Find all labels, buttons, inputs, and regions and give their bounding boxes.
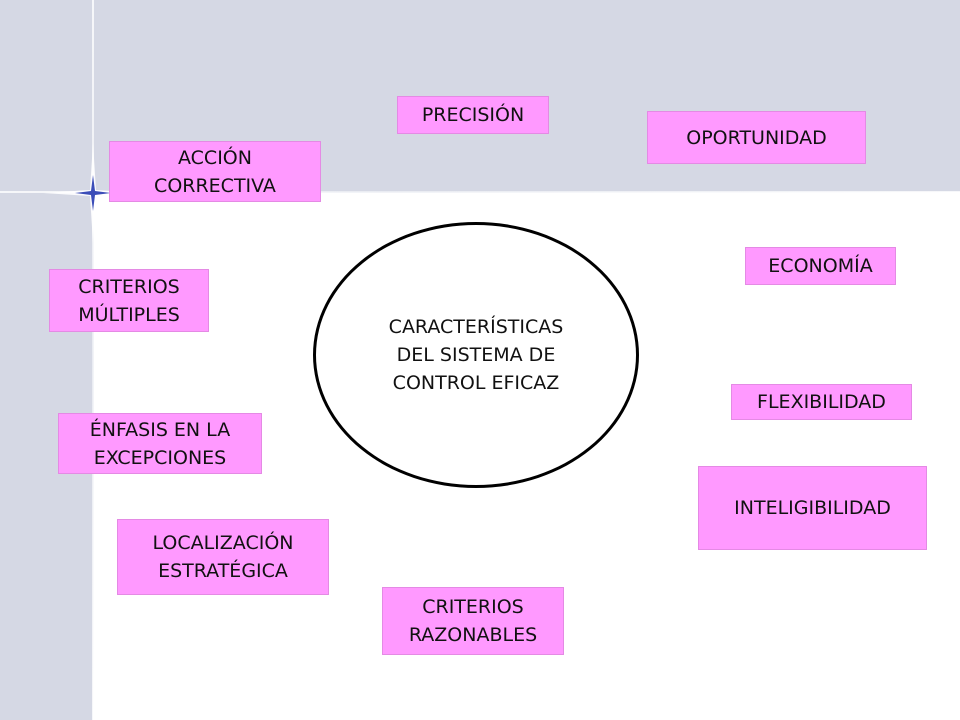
box-inteligibilidad-label: INTELIGIBILIDAD	[734, 497, 891, 519]
box-criterios-razonables-label: CRITERIOS RAZONABLES	[408, 596, 538, 646]
box-flexibilidad: FLEXIBILIDAD	[731, 384, 912, 420]
box-inteligibilidad: INTELIGIBILIDAD	[698, 466, 927, 550]
box-criterios-multiples: CRITERIOS MÚLTIPLES	[49, 269, 209, 332]
box-flexibilidad-label: FLEXIBILIDAD	[757, 391, 886, 413]
background-divider-vertical	[92, 0, 94, 720]
box-economia: ECONOMÍA	[745, 247, 896, 285]
box-oportunidad-label: OPORTUNIDAD	[686, 126, 827, 149]
central-title: CARACTERÍSTICAS DEL SISTEMA DE CONTROL E…	[388, 316, 564, 394]
box-economia-label: ECONOMÍA	[768, 255, 873, 277]
box-criterios-multiples-label: CRITERIOS MÚLTIPLES	[78, 275, 180, 326]
box-accion-correctiva: ACCIÓN CORRECTIVA	[109, 141, 321, 202]
box-oportunidad: OPORTUNIDAD	[647, 111, 866, 164]
box-localizacion-estrategica: LOCALIZACIÓN ESTRATÉGICA	[117, 519, 329, 595]
background-divider-horizontal	[0, 191, 960, 193]
box-localizacion-estrategica-label: LOCALIZACIÓN ESTRATÉGICA	[152, 532, 294, 582]
box-enfasis-excepciones-label: ÉNFASIS EN LA EXCEPCIONES	[89, 418, 231, 469]
box-enfasis-excepciones: ÉNFASIS EN LA EXCEPCIONES	[58, 413, 262, 474]
box-criterios-razonables: CRITERIOS RAZONABLES	[382, 587, 564, 655]
central-ellipse: CARACTERÍSTICAS DEL SISTEMA DE CONTROL E…	[313, 222, 639, 488]
box-precision-label: PRECISIÓN	[421, 104, 525, 126]
box-precision: PRECISIÓN	[397, 96, 549, 134]
background-left-band	[0, 0, 93, 720]
box-accion-correctiva-label: ACCIÓN CORRECTIVA	[154, 146, 276, 197]
sparkle-decoration-icon	[43, 143, 143, 243]
